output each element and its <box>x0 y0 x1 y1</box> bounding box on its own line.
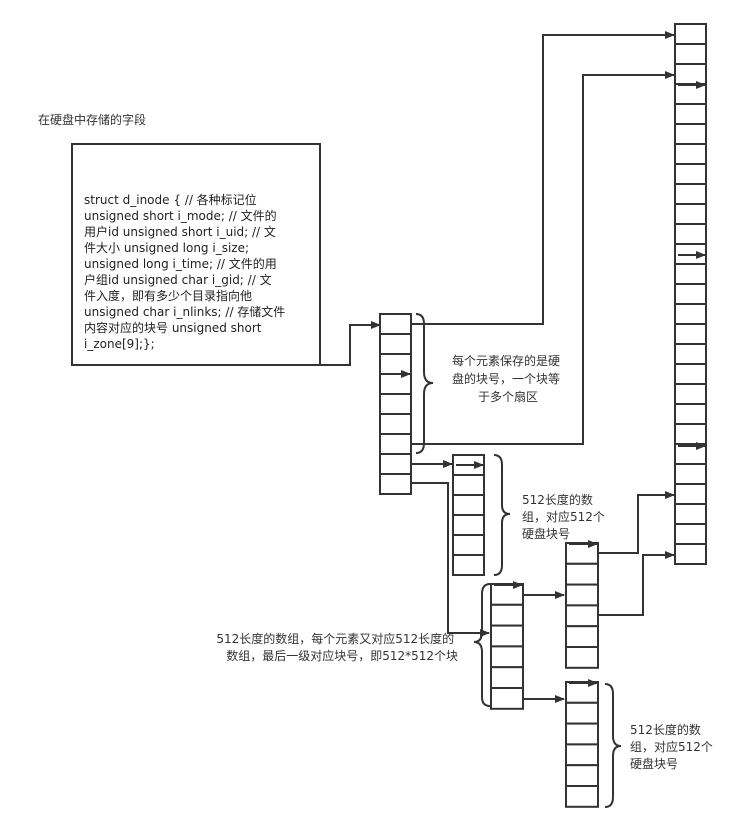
array-cell <box>674 363 707 385</box>
array-cell <box>379 313 412 335</box>
array-cell <box>452 514 485 536</box>
array-cell <box>565 625 599 649</box>
diagram-title: 在硬盘中存储的字段 <box>38 112 146 127</box>
array-cell <box>674 103 707 125</box>
arrow-direct-1 <box>411 31 675 325</box>
array-cell <box>565 646 599 669</box>
array-cell <box>379 413 412 435</box>
array-cell <box>674 283 707 305</box>
brace-double <box>473 583 491 707</box>
array-cell <box>490 687 524 710</box>
array-cell <box>674 543 707 565</box>
array-cell <box>674 323 707 345</box>
array-cell <box>674 503 707 525</box>
array-cell <box>379 353 412 375</box>
arrow-struct-to-izone <box>320 321 381 366</box>
arrow-direct-7 <box>411 71 675 445</box>
single-indirect-array <box>452 454 485 576</box>
array-cell <box>674 523 707 545</box>
array-cell <box>452 534 485 556</box>
array-cell <box>379 473 412 495</box>
array-cell <box>674 343 707 365</box>
array-cell <box>565 604 599 628</box>
array-cell <box>565 583 599 607</box>
array-cell <box>674 223 707 245</box>
array-cell <box>379 433 412 455</box>
array-cell <box>452 554 485 576</box>
array-cell <box>379 373 412 395</box>
array-cell <box>452 494 485 516</box>
array-cell <box>674 163 707 185</box>
array-cell <box>674 203 707 225</box>
array-cell <box>379 453 412 475</box>
array-cell <box>490 603 524 627</box>
array-cell <box>452 474 485 496</box>
arrow-double-indirect <box>411 482 490 637</box>
array-cell <box>565 764 599 788</box>
array-cell <box>674 43 707 65</box>
array-cell <box>379 393 412 415</box>
annotation-double-indirect: 512长度的数组，每个元素又对应512长度的 数组，最后一级对应块号，即512*… <box>216 631 458 663</box>
braces <box>415 313 622 808</box>
second-level-array-b <box>565 681 599 808</box>
i-zone-array <box>379 313 412 495</box>
array-cell <box>674 483 707 505</box>
arrow-a-to-disk-1 <box>598 491 675 554</box>
array-cell <box>565 722 599 746</box>
array-cell <box>674 263 707 285</box>
array-cell <box>565 562 599 586</box>
annotation-direct: 每个元素保存的是硬 盘的块号，一个块等 于多个扇区 <box>452 353 564 404</box>
double-indirect-array <box>490 583 524 710</box>
array-cell <box>565 681 599 704</box>
struct-d-inode-box: struct d_inode { // 各种标记位 unsigned short… <box>71 143 321 366</box>
array-cell <box>565 701 599 725</box>
array-cell <box>674 403 707 425</box>
annotation-second-level: 512长度的数 组，对应512个 硬盘块号 <box>630 722 717 771</box>
array-cell <box>674 83 707 105</box>
brace-single <box>493 454 511 576</box>
array-cell <box>379 333 412 355</box>
array-cell <box>674 463 707 485</box>
array-cell <box>565 785 599 808</box>
annotation-single-indirect: 512长度的数 组，对应512个 硬盘块号 <box>522 492 609 541</box>
array-cell <box>674 383 707 405</box>
array-cell <box>674 63 707 85</box>
array-cell <box>674 303 707 325</box>
array-cell <box>674 183 707 205</box>
array-cell <box>674 423 707 445</box>
array-cell <box>490 583 524 606</box>
annotations: 每个元素保存的是硬 盘的块号，一个块等 于多个扇区 512长度的数 组，对应51… <box>216 353 717 771</box>
array-cell <box>490 645 524 669</box>
array-cell <box>565 542 599 565</box>
disk-blocks-array <box>674 23 707 565</box>
struct-code-text: struct d_inode { // 各种标记位 unsigned short… <box>84 192 289 351</box>
array-cell <box>674 23 707 45</box>
array-cell <box>565 743 599 767</box>
brace-direct <box>415 313 434 454</box>
array-cell <box>674 143 707 165</box>
brace-second-level <box>604 683 622 808</box>
second-level-array-a <box>565 542 599 669</box>
arrow-a-to-disk-2 <box>598 551 675 616</box>
array-cell <box>674 123 707 145</box>
array-cell <box>490 624 524 648</box>
array-cell <box>490 666 524 690</box>
connectors <box>320 31 706 703</box>
